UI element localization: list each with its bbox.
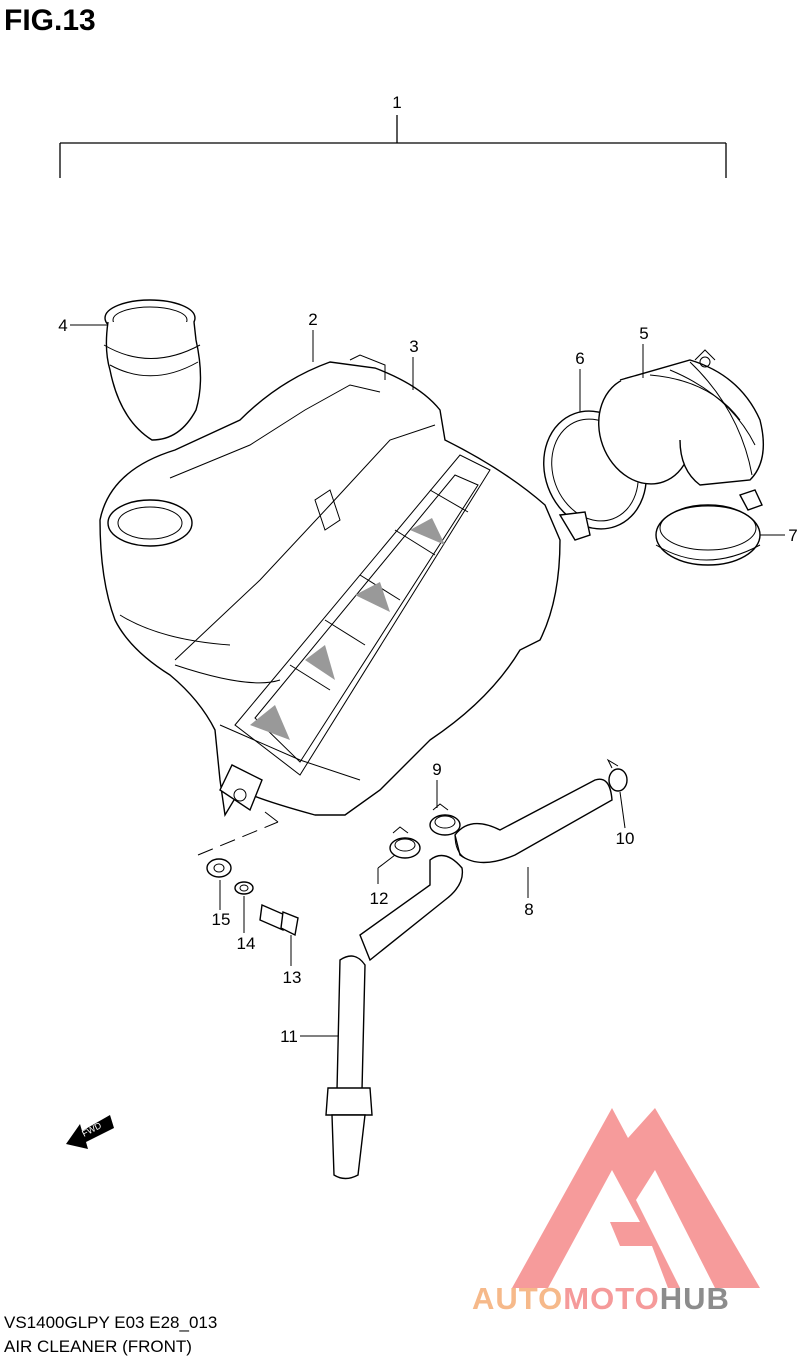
callout-9: 9 — [432, 760, 441, 779]
watermark-part-auto: AUTO — [472, 1281, 564, 1316]
part-drain-hose — [325, 854, 464, 1180]
callout-2: 2 — [308, 310, 317, 329]
watermark-part-hub: HUB — [659, 1281, 730, 1316]
part-hose-clip-lower — [389, 826, 421, 859]
part-breather-hose — [454, 778, 613, 864]
callout-8: 8 — [524, 900, 533, 919]
model-code: VS1400GLPY E03 E28_013 — [4, 1313, 218, 1332]
part-air-cleaner-case — [99, 354, 561, 818]
forward-arrow-icon: FWD — [66, 1115, 114, 1149]
part-small-clip — [606, 758, 628, 792]
callout-7: 7 — [788, 526, 797, 545]
callout-5: 5 — [639, 324, 648, 343]
figure-title: FIG.13 — [4, 4, 96, 37]
part-intake-duct — [598, 349, 765, 486]
part-washer-small — [234, 881, 254, 895]
watermark-part-moto: MOTO — [563, 1281, 660, 1316]
callout-10: 10 — [616, 829, 635, 848]
callout-labels: 1 2 3 4 5 6 7 8 9 10 11 12 13 14 15 — [58, 93, 797, 1046]
part-clamp-ring — [655, 489, 763, 566]
watermark-wordmark: AUTOMOTOHUB — [472, 1281, 730, 1317]
part-washer-large — [206, 858, 232, 878]
watermark-logo-mark — [512, 1108, 760, 1288]
callout-12: 12 — [370, 889, 389, 908]
callout-15: 15 — [212, 910, 231, 929]
callout-4: 4 — [58, 316, 67, 335]
part-bolt — [259, 903, 299, 937]
assembly-name: AIR CLEANER (FRONT) — [4, 1337, 192, 1356]
callout-3: 3 — [409, 337, 418, 356]
callout-13: 13 — [283, 968, 302, 987]
callout-6: 6 — [575, 349, 584, 368]
callout-1: 1 — [392, 93, 401, 112]
part-intake-funnel — [103, 299, 202, 441]
part-hose-clip-upper — [429, 803, 461, 836]
leader-lines — [70, 324, 785, 1037]
callout-14: 14 — [237, 934, 256, 953]
callout-11: 11 — [280, 1027, 298, 1046]
assembly-bracket — [59, 115, 727, 178]
mount-guide-line — [197, 811, 279, 856]
